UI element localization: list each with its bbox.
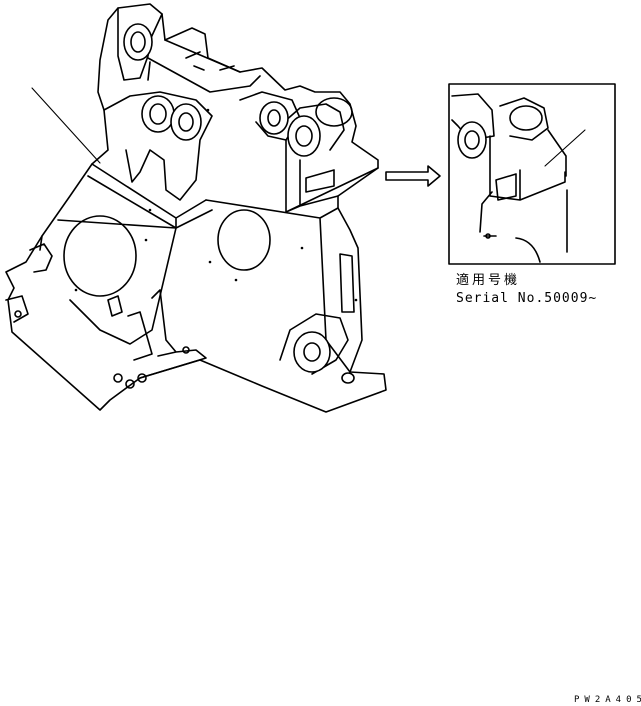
middle-ear-bore-left-inner (149, 103, 167, 125)
side-round-hole (217, 209, 271, 271)
base-bolt-1 (125, 379, 135, 389)
middle-ear-bore-left (141, 95, 175, 133)
inset-side-edge (547, 129, 567, 177)
right-mount-bore-2-inner (295, 125, 313, 147)
foot-bolt (14, 310, 22, 318)
crossbar-slots (185, 51, 235, 71)
side-slot (339, 253, 355, 313)
right-bracket-plate (305, 169, 335, 193)
leader-line-main (31, 87, 101, 164)
right-mount-bore-inner (267, 109, 281, 127)
inset-top-boss (499, 97, 549, 141)
serial-number-text: Serial No.50009~ (456, 291, 597, 306)
bottom-ribs (107, 289, 207, 379)
inset-bracket-plate (495, 173, 517, 201)
lower-right-bore-inner (303, 342, 321, 362)
lower-right-boss (341, 372, 355, 384)
upper-crossbar (147, 39, 261, 93)
middle-ear-bore-right-inner (178, 112, 194, 132)
middle-ear-bore-right (170, 103, 202, 141)
lower-right-bore (293, 331, 331, 373)
inset-bolt (485, 233, 491, 239)
right-mount-bore-2 (287, 115, 321, 157)
inset-bracket (479, 135, 566, 237)
inset-ear-bore (457, 121, 487, 159)
right-mount-bore (259, 101, 289, 135)
upper-ear-bore (123, 23, 153, 61)
inset-ear-bore-inner (464, 130, 480, 150)
main-frame-drawing (5, 3, 387, 413)
lower-right-ear (279, 313, 349, 375)
front-round-hole (63, 215, 137, 297)
leader-line-inset (544, 129, 586, 167)
applicability-label: 適用号機 (456, 272, 520, 288)
frame-dots (74, 108, 358, 302)
inset-frame (448, 83, 616, 265)
left-hook (5, 243, 53, 323)
rib-bolt-1 (182, 346, 190, 354)
upper-ear-bore-inner (130, 31, 146, 53)
pointer-arrow (385, 165, 441, 187)
right-top-boss (315, 97, 353, 127)
drawing-code: PW2A405 (574, 695, 641, 705)
inset-ear (451, 93, 495, 141)
right-side-bracket (285, 139, 379, 213)
middle-ears (103, 91, 213, 201)
base-bolt-3 (113, 373, 123, 383)
inset-boss-ring (509, 105, 543, 131)
base-bolt-2 (137, 373, 147, 383)
inset-lower-curve (515, 237, 541, 263)
inset-detail (448, 83, 616, 265)
